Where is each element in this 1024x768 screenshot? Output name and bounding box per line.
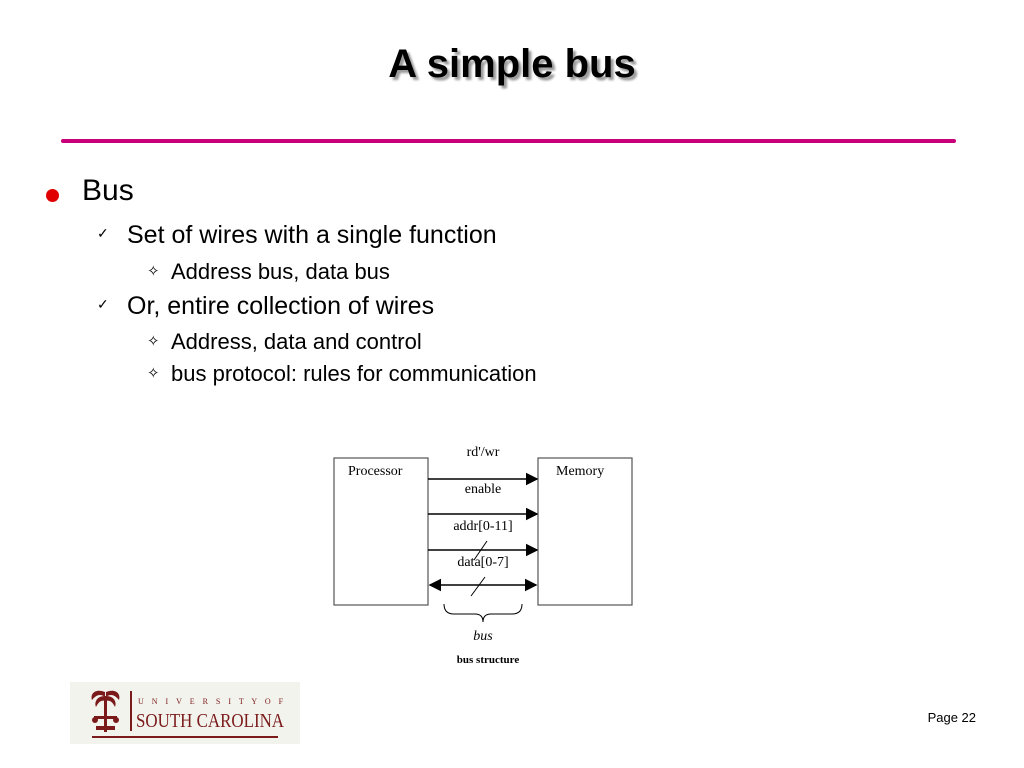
detail-text: Address, data and control xyxy=(171,329,422,354)
memory-label: Memory xyxy=(556,464,604,479)
processor-label: Processor xyxy=(348,464,403,479)
processor-box xyxy=(333,457,429,606)
detail-text: Address bus, data bus xyxy=(171,259,390,284)
title-divider xyxy=(61,139,956,143)
subbullet-text: Or, entire collection of wires xyxy=(127,292,435,320)
signal-label-rdwr: rd'/wr xyxy=(467,445,500,460)
diamond-icon: ✧ xyxy=(147,263,160,280)
memory-box xyxy=(537,457,633,606)
checkmark-icon: ✓ xyxy=(97,296,109,312)
bus-label: bus xyxy=(473,629,493,644)
bus-brace xyxy=(443,603,523,623)
logo-line2: SOUTH CAROLINA xyxy=(136,710,284,732)
subbullet-text: Set of wires with a single function xyxy=(127,221,497,249)
data-width-slash xyxy=(470,576,486,597)
diamond-icon: ✧ xyxy=(147,333,160,350)
page-number: Page 22 xyxy=(927,710,976,725)
bullet-dot-icon xyxy=(46,189,59,202)
detail-text: bus protocol: rules for communication xyxy=(171,361,537,386)
signal-label-enable: enable xyxy=(465,482,502,497)
bus-structure-diagram: Processor Memory rd'/wr enable addr[0-11… xyxy=(333,445,633,666)
bullet-text: Bus xyxy=(82,174,134,207)
diamond-icon: ✧ xyxy=(147,365,160,382)
checkmark-icon: ✓ xyxy=(97,225,109,241)
diagram-caption: bus structure xyxy=(457,654,520,666)
logo-line1: U N I V E R S I T Y O F xyxy=(138,697,286,706)
addr-width-slash xyxy=(473,540,488,561)
university-logo: U N I V E R S I T Y O F SOUTH CAROLINA xyxy=(70,682,300,744)
slide-title: A simple bus xyxy=(388,42,636,86)
signal-label-data: data[0-7] xyxy=(457,555,508,570)
signal-label-addr: addr[0-11] xyxy=(453,519,512,534)
palmetto-logo-icon: U N I V E R S I T Y O F SOUTH CAROLINA xyxy=(70,682,300,744)
